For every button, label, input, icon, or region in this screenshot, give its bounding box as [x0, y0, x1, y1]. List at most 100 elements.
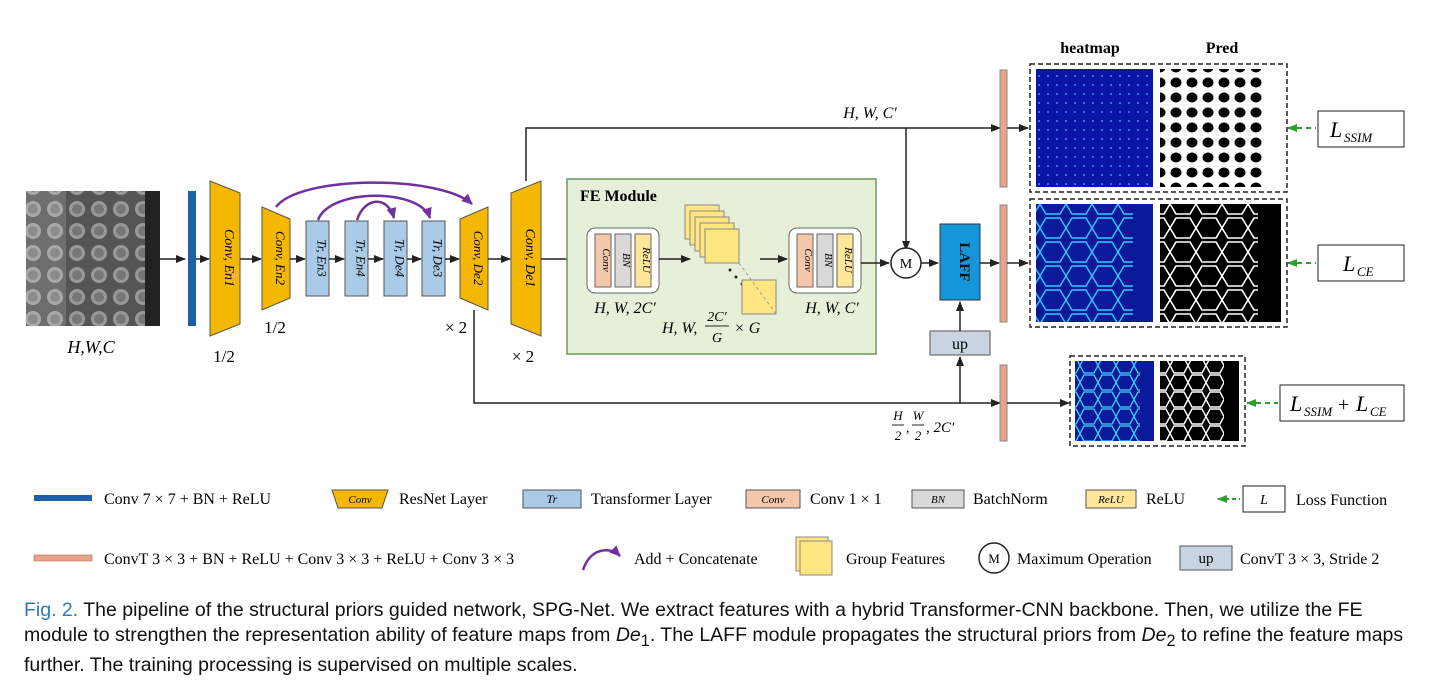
svg-text:SSIM: SSIM [1304, 404, 1333, 419]
conv-de1-label: Conv, De1 [522, 229, 537, 288]
fe-dim-right: H, W, C′ [804, 300, 859, 317]
svg-text:BN: BN [931, 494, 946, 506]
svg-text:, 2C′: , 2C′ [926, 420, 955, 436]
heatmap-top [1036, 69, 1153, 187]
skip-arc-en3-de3 [316, 194, 432, 221]
svg-text:× G: × G [734, 320, 761, 337]
legend-conv7-icon [34, 495, 92, 501]
svg-text:CE: CE [1357, 264, 1374, 279]
fe-right-stack: Conv BN ReLU [788, 227, 862, 294]
legend-bn: BatchNorm [973, 491, 1048, 508]
svg-text:up: up [1199, 551, 1214, 567]
loss-ssim-ce: L SSIM + L CE [1289, 391, 1387, 419]
svg-text:H: H [892, 408, 903, 423]
legend-add-icon [581, 545, 621, 571]
legend-relu-icon [1085, 489, 1137, 509]
svg-text:Conv: Conv [761, 494, 784, 506]
legend-up: ConvT 3 × 3, Stride 2 [1240, 551, 1379, 568]
convt-bar-top [999, 69, 1008, 188]
scale-de2: × 2 [445, 318, 467, 337]
legend: Conv 7 × 7 + BN + ReLU Conv ResNet Layer… [33, 485, 1387, 576]
loss-ce: L CE [1342, 251, 1374, 279]
conv-de2-label: Conv, De2 [471, 231, 486, 286]
svg-text:Conv: Conv [600, 248, 612, 271]
svg-text:L: L [1329, 117, 1342, 142]
scale-en2: 1/2 [264, 318, 286, 337]
caption-text-2: . The LAFF module propagates the structu… [649, 623, 1142, 646]
laff-label: LAFF [956, 242, 972, 281]
legend-group: Group Features [846, 551, 945, 568]
conv7-bar [188, 191, 196, 326]
conv-en2-label: Conv, En2 [273, 231, 288, 285]
conv-de2-block [459, 206, 489, 311]
legend-relu: ReLU [1146, 491, 1186, 508]
svg-text:L: L [1289, 391, 1302, 416]
legend-bn-icon [911, 489, 965, 509]
svg-text:SSIM: SSIM [1344, 130, 1373, 145]
svg-text:Conv: Conv [802, 248, 814, 271]
scale-en1: 1/2 [213, 347, 235, 366]
svg-text:2: 2 [895, 428, 902, 443]
pred-label: Pred [1206, 40, 1239, 57]
conv-de1-block [510, 180, 542, 337]
legend-tr-icon [522, 489, 582, 509]
svg-text:ReLU: ReLU [640, 246, 652, 274]
tr-de4-label: Tr, De4 [393, 239, 408, 278]
legend-add: Add + Concatenate [634, 551, 758, 568]
svg-text:,: , [906, 421, 910, 436]
svg-text:Tr: Tr [547, 492, 558, 506]
svg-text:BN: BN [822, 253, 834, 268]
caption-de2-sub: 2 [1166, 631, 1176, 650]
heatmap-label: heatmap [1060, 40, 1120, 57]
loss-ssim: L SSIM [1329, 117, 1373, 145]
svg-text:H, W,: H, W, [661, 320, 697, 337]
legend-convt-icon [33, 554, 93, 562]
legend-convt: ConvT 3 × 3 + BN + ReLU + Conv 3 × 3 + R… [104, 551, 514, 568]
svg-text:2: 2 [915, 428, 922, 443]
fe-dim-left: H, W, 2C′ [593, 300, 656, 317]
pred-top [1160, 69, 1281, 187]
fe-dim-mid: H, W, 2C′ G × G [661, 310, 761, 346]
figure-caption: Fig. 2. The pipeline of the structural p… [24, 598, 1419, 677]
output-group-bottom [1069, 355, 1246, 447]
caption-de1-sub: 1 [640, 631, 650, 650]
legend-loss-icon [1242, 485, 1286, 513]
input-dims: H,W,C [66, 337, 115, 357]
skip-arc-en4-de4 [355, 200, 397, 221]
svg-text:ReLU: ReLU [842, 246, 854, 274]
up-label: up [952, 336, 968, 353]
svg-text:Conv: Conv [348, 494, 371, 506]
conv-en1-block [209, 180, 241, 337]
caption-text-1: The pipeline of the structural priors gu… [24, 599, 1363, 646]
caption-text-3: to refine the feature maps further. The … [24, 623, 1404, 676]
loss-box-ssim [1317, 110, 1405, 148]
convt-bar-bottom [999, 364, 1008, 442]
bottom-dims: H 2 , W 2 , 2C′ [892, 408, 955, 443]
legend-up-icon [1179, 545, 1233, 571]
convt-bar-mid [999, 204, 1008, 323]
max-op-label: M [900, 257, 913, 272]
loss-box-ce [1317, 244, 1405, 282]
svg-text:L: L [1259, 493, 1268, 508]
svg-text:L: L [1355, 391, 1368, 416]
input-image [26, 191, 160, 326]
caption-fig-label: Fig. 2. [24, 599, 79, 621]
svg-text:+: + [1338, 394, 1349, 416]
svg-text:2C′: 2C′ [707, 310, 727, 325]
legend-loss: Loss Function [1296, 492, 1387, 509]
legend-max: Maximum Operation [1017, 551, 1152, 568]
svg-text:L: L [1342, 251, 1355, 276]
legend-resnet-icon [331, 489, 389, 509]
tr-en4-label: Tr, En4 [354, 239, 369, 277]
svg-text:G: G [712, 331, 722, 346]
legend-conv7: Conv 7 × 7 + BN + ReLU [104, 491, 272, 508]
skip-arc-en2-de2 [275, 181, 473, 208]
svg-text:ReLU: ReLU [1097, 494, 1125, 506]
scale-de1: × 2 [512, 347, 534, 366]
svg-text:M: M [988, 551, 1000, 566]
svg-text:BN: BN [620, 253, 632, 268]
conv-en2-block [261, 206, 291, 311]
svg-text:CE: CE [1370, 404, 1387, 419]
top-dims: H, W, C′ [842, 105, 897, 122]
